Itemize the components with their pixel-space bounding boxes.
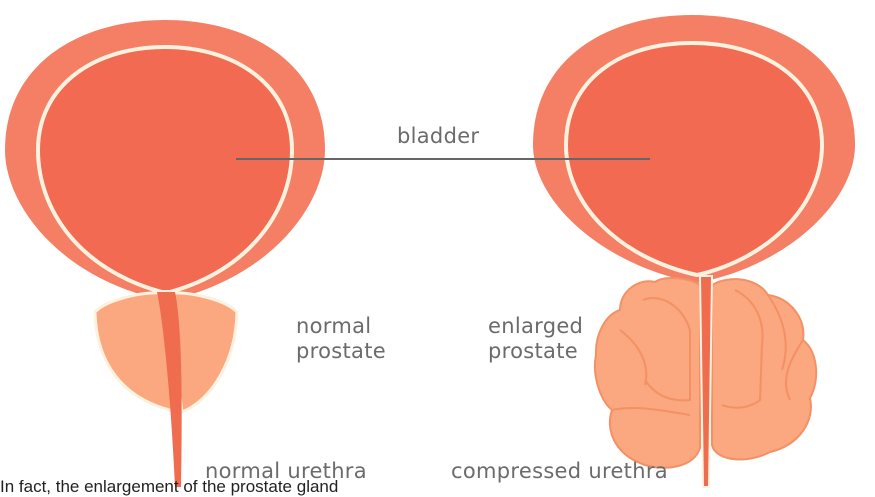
caption-text: In fact, the enlargement of the prostate… [0, 477, 338, 497]
label-normal-prostate-line2: prostate [296, 339, 386, 364]
label-normal-prostate: normal prostate [296, 314, 386, 364]
label-enlarged-prostate-line1: enlarged [488, 314, 583, 339]
compressed-urethra [700, 276, 712, 487]
enlarged-prostate-right-lobe [712, 279, 816, 459]
label-normal-prostate-line1: normal [296, 314, 386, 339]
label-enlarged-prostate: enlarged prostate [488, 314, 583, 364]
label-compressed-urethra: compressed urethra [451, 459, 668, 484]
enlarged-anatomy [533, 15, 855, 487]
label-enlarged-prostate-line2: prostate [488, 339, 583, 364]
normal-prostate-right-lobe [172, 293, 237, 412]
enlarged-prostate-left-lobe [595, 278, 700, 468]
normal-anatomy [5, 20, 325, 487]
label-bladder: bladder [397, 124, 479, 149]
